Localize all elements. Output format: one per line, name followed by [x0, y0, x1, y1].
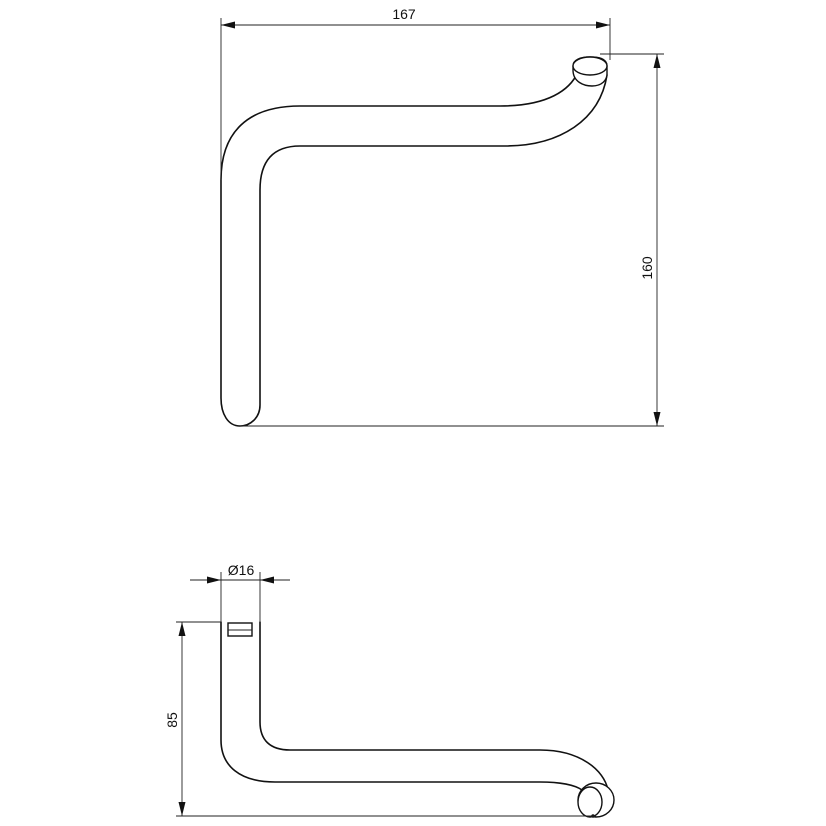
side-view-mount-flange	[227, 622, 253, 637]
front-view-end-cap	[572, 56, 608, 87]
side-view-end-cap	[577, 782, 615, 818]
diameter-dimension: Ø16	[190, 562, 290, 622]
depth-dimension-label: 85	[164, 712, 180, 728]
width-dimension: 167	[220, 6, 611, 180]
height-dimension-label: 160	[639, 256, 655, 280]
side-view: Ø16 85	[164, 562, 615, 818]
side-view-holder-outline	[220, 621, 609, 791]
front-view-holder-outline	[220, 71, 608, 427]
end-cap-face	[572, 56, 608, 76]
width-dimension-label: 167	[392, 6, 416, 22]
height-dimension: 160	[240, 53, 664, 427]
diameter-dimension-label: Ø16	[228, 562, 255, 578]
front-view: 167 160	[220, 6, 664, 427]
depth-dimension: 85	[164, 621, 596, 817]
side-end-cap-face	[577, 786, 603, 818]
